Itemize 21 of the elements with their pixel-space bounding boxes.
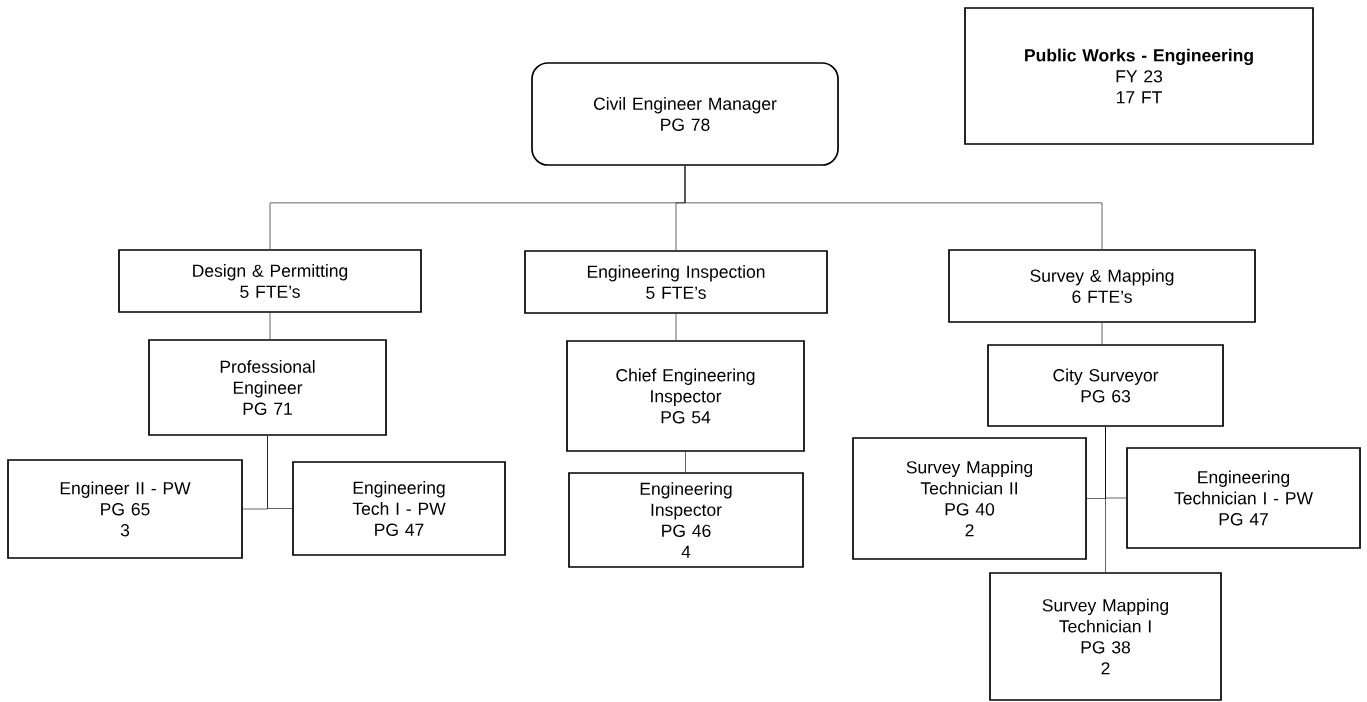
manager-box: Civil Engineer Manager PG 78 bbox=[531, 62, 839, 166]
division-box: Survey & Mapping 6 FTE’s bbox=[948, 249, 1256, 323]
connector-line bbox=[269, 312, 271, 340]
position-box: Chief Engineering Inspector PG 54 bbox=[566, 340, 805, 452]
position-box: Survey Mapping Technician II PG 40 2 bbox=[852, 437, 1087, 560]
position-box: Engineering Tech I - PW PG 47 bbox=[292, 461, 506, 556]
connector-line bbox=[267, 435, 293, 509]
division-box: Design & Permitting 5 FTE’s bbox=[118, 249, 422, 313]
position-box: Survey Mapping Technician I PG 38 2 bbox=[989, 572, 1222, 701]
position-box: Professional Engineer PG 71 bbox=[148, 339, 387, 436]
header-box: Public Works - Engineering FY 23 17 FT bbox=[964, 7, 1314, 145]
position-box: Engineer II - PW PG 65 3 bbox=[7, 459, 243, 559]
position-box: City Surveyor PG 63 bbox=[987, 344, 1224, 427]
connector-line bbox=[684, 165, 1103, 250]
connector-line bbox=[1101, 322, 1103, 345]
division-box: Engineering Inspection 5 FTE’s bbox=[524, 250, 828, 314]
position-box: Engineering Technician I - PW PG 47 bbox=[1126, 447, 1361, 549]
connector-line bbox=[1105, 426, 1106, 573]
connector-line bbox=[685, 451, 686, 473]
position-box: Engineering Inspector PG 46 4 bbox=[568, 472, 804, 568]
connector-line bbox=[675, 313, 677, 341]
